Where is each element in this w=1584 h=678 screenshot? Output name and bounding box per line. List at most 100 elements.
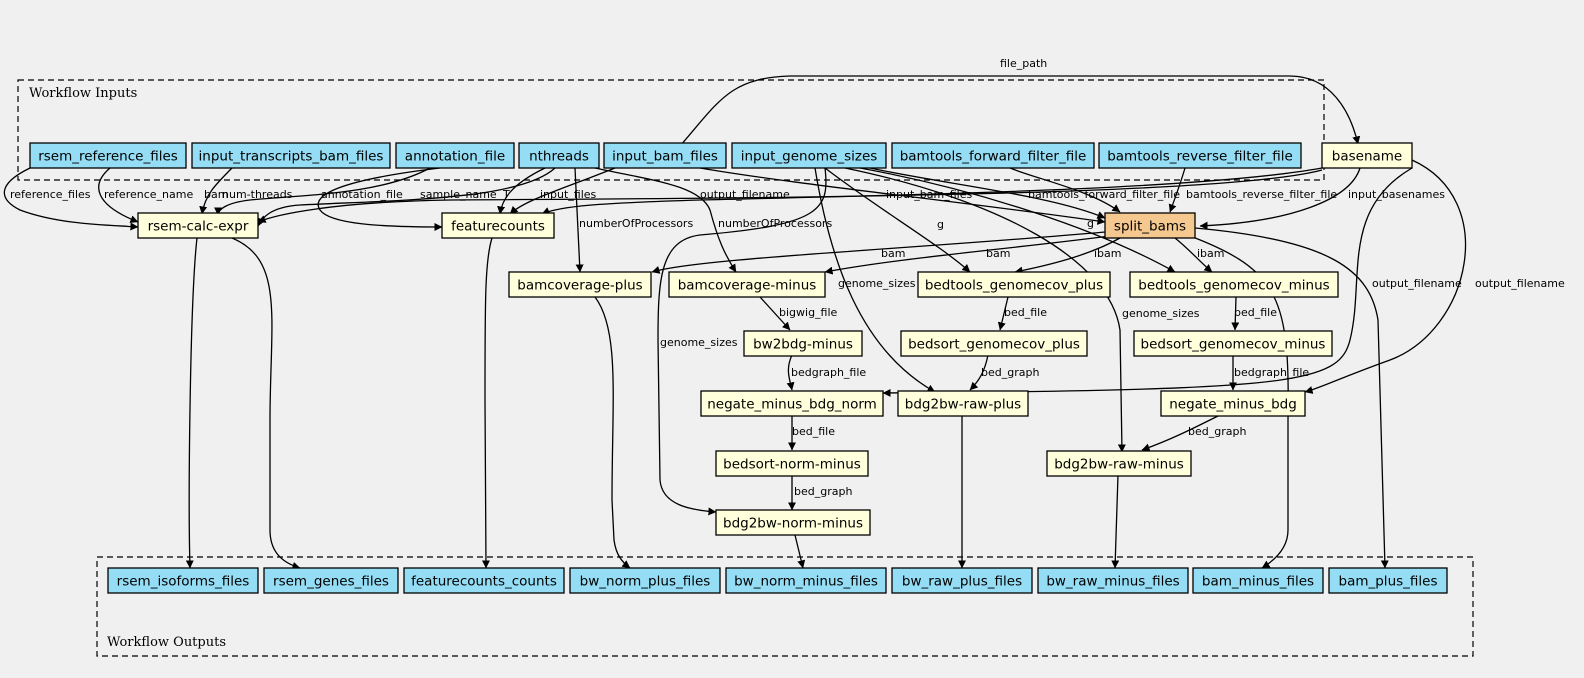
node-bedsort-norm-minus: bedsort-norm-minus (715, 450, 869, 477)
node-label: featurecounts (451, 219, 545, 235)
edge-transcripts-bam-to-rsem-calc (199, 167, 233, 215)
node-out-rsem-isoforms-files: rsem_isoforms_files (107, 567, 259, 594)
node-label: input_transcripts_bam_files (199, 149, 384, 165)
edge-rsem-reference-name-to-rsem-calc (98, 167, 139, 223)
node-basename: basename (1321, 142, 1413, 169)
node-in-bamtools-forward-filter-file: bamtools_forward_filter_file (891, 142, 1095, 169)
node-box (891, 142, 1095, 169)
edge-genome-sizes-to-bdg2bw-raw-minus (844, 167, 1126, 453)
node-box (1098, 142, 1302, 169)
node-out-bw-raw-minus-files: bw_raw_minus_files (1037, 567, 1189, 594)
node-label: bw_raw_minus_files (1046, 574, 1179, 590)
edge-rsem-calc-to-isoforms (185, 237, 198, 569)
edge-split-to-bamcoverage-minus (824, 235, 1111, 275)
edge-input-bam-to-featurecounts (509, 167, 616, 215)
node-box (403, 567, 565, 594)
node-label: bedtools_genomecov_plus (925, 278, 1103, 294)
node-label: bamtools_forward_filter_file (900, 149, 1087, 165)
edge-label-input-basenames: input_basenames (1348, 188, 1445, 201)
edge-genome-sizes-to-bdg2bw-raw-plus (814, 167, 936, 393)
edge-label-genome-sizes-norm: genome_sizes (660, 336, 738, 349)
node-box (891, 567, 1033, 594)
edge-rsem-reference-to-rsem-calc (3, 167, 139, 231)
edge-label-bamtools-reverse-filter-file: bamtools_reverse_filter_file (1186, 188, 1337, 201)
edge-label-output-filename-bdg: output_filename (1475, 277, 1565, 290)
edge-nthreads-to-featurecounts (497, 167, 546, 215)
node-out-bw-norm-minus-files: bw_norm_minus_files (725, 567, 887, 594)
node-bedsort-genomecov-minus: bedsort_genomecov_minus (1133, 330, 1333, 357)
edge-label-output-filename-fc: output_filename (700, 188, 790, 201)
edge-label-ibam-minus: ibam (1197, 247, 1225, 260)
edge-nthreads-to-bamcoverage-plus (574, 167, 584, 273)
node-box (263, 567, 399, 594)
node-featurecounts: featurecounts (441, 212, 555, 239)
edge-label-numberOfProcessors-plus: numberOfProcessors (579, 217, 693, 230)
node-label: negate_minus_bdg (1169, 397, 1297, 413)
node-in-rsem-reference-files: rsem_reference_files (29, 142, 187, 169)
edge-genomecov-plus-to-bedsort-plus (997, 296, 1009, 331)
node-in-bamtools-reverse-filter-file: bamtools_reverse_filter_file (1098, 142, 1302, 169)
node-label: featurecounts_counts (411, 574, 557, 590)
node-label: rsem_isoforms_files (117, 574, 250, 590)
edge-split-to-bam-plus-files (1194, 227, 1389, 569)
node-out-bam-minus-files: bam_minus_files (1192, 567, 1324, 594)
node-label: bamcoverage-minus (678, 278, 817, 294)
node-in-nthreads: nthreads (518, 142, 600, 169)
edge-rsem-calc-to-genes (231, 237, 301, 570)
node-label: bdg2bw-raw-minus (1054, 457, 1184, 473)
node-bw2bdg-minus: bw2bdg-minus (743, 330, 863, 357)
node-out-featurecounts-counts: featurecounts_counts (403, 567, 565, 594)
edge-basename-to-negate-norm (882, 167, 1413, 397)
edge-forward-filter-to-split-bams (1009, 167, 1121, 213)
edge-genome-sizes-to-bdg2bw-norm-minus (657, 167, 827, 516)
workflow-inputs-cluster: Workflow Inputs (17, 79, 1325, 181)
edge-genome-sizes-to-split-bams (869, 167, 1106, 219)
edge-label-bamtools-forward-filter-file: bamtools_forward_filter_file (1028, 188, 1180, 201)
edge-split-to-genomecov-minus (1174, 237, 1213, 273)
edge-featurecounts-to-counts (481, 237, 493, 569)
nodes: rsem_reference_files input_transcripts_ba… (29, 142, 1448, 594)
node-box (700, 390, 884, 417)
node-box (725, 567, 887, 594)
node-label: annotation_file (405, 149, 505, 165)
edge-basename-to-split-bams (1199, 167, 1361, 230)
edge-bdg2bw-raw-minus-to-bw-raw-minus (1111, 474, 1120, 569)
node-box (395, 142, 515, 169)
edge-bw2bdg-to-negate-norm (786, 354, 795, 391)
node-label: rsem-calc-expr (148, 219, 249, 235)
edge-label-file-path: file_path (1000, 57, 1047, 70)
node-negate-minus-bdg: negate_minus_bdg (1160, 390, 1306, 417)
node-label: bam_minus_files (1202, 574, 1314, 590)
node-label: bedsort-norm-minus (723, 457, 861, 473)
edge-label-T: T (502, 188, 510, 201)
node-out-rsem-genes-files: rsem_genes_files (263, 567, 399, 594)
edge-label-bam: bam (204, 188, 228, 201)
node-label: nthreads (529, 149, 589, 165)
node-box (715, 450, 869, 477)
node-negate-minus-bdg-norm: negate_minus_bdg_norm (700, 390, 884, 417)
node-box (191, 142, 391, 169)
workflow-outputs-cluster: Workflow Outputs (96, 556, 1474, 657)
edge-label-annotation-file: annotation_file (321, 188, 403, 201)
node-box (715, 509, 871, 536)
edge-label-bed-file-minus: bed_file (1234, 306, 1277, 319)
edge-label-input-files: input_files (540, 188, 597, 201)
node-label: bdg2bw-raw-plus (905, 397, 1021, 413)
node-box (137, 212, 259, 239)
edge-label-output-filename-norm: output_filename (1372, 277, 1462, 290)
node-label: rsem_reference_files (38, 149, 178, 165)
node-in-annotation-file: annotation_file (395, 142, 515, 169)
node-label: bw_raw_plus_files (902, 574, 1022, 590)
node-bdg2bw-norm-minus: bdg2bw-norm-minus (715, 509, 871, 536)
node-in-input-bam-files: input_bam_files (603, 142, 727, 169)
node-box (1328, 567, 1448, 594)
node-box (1192, 567, 1324, 594)
node-box (107, 567, 259, 594)
edge-input-bam-to-split-bams (699, 167, 1106, 225)
node-box (1037, 567, 1189, 594)
edge-label-genome-sizes-raw-minus: genome_sizes (1122, 307, 1200, 320)
edge-label-g-genomecov: g (937, 218, 944, 231)
edge-label-genome-sizes-raw-plus: genome_sizes (838, 277, 916, 290)
